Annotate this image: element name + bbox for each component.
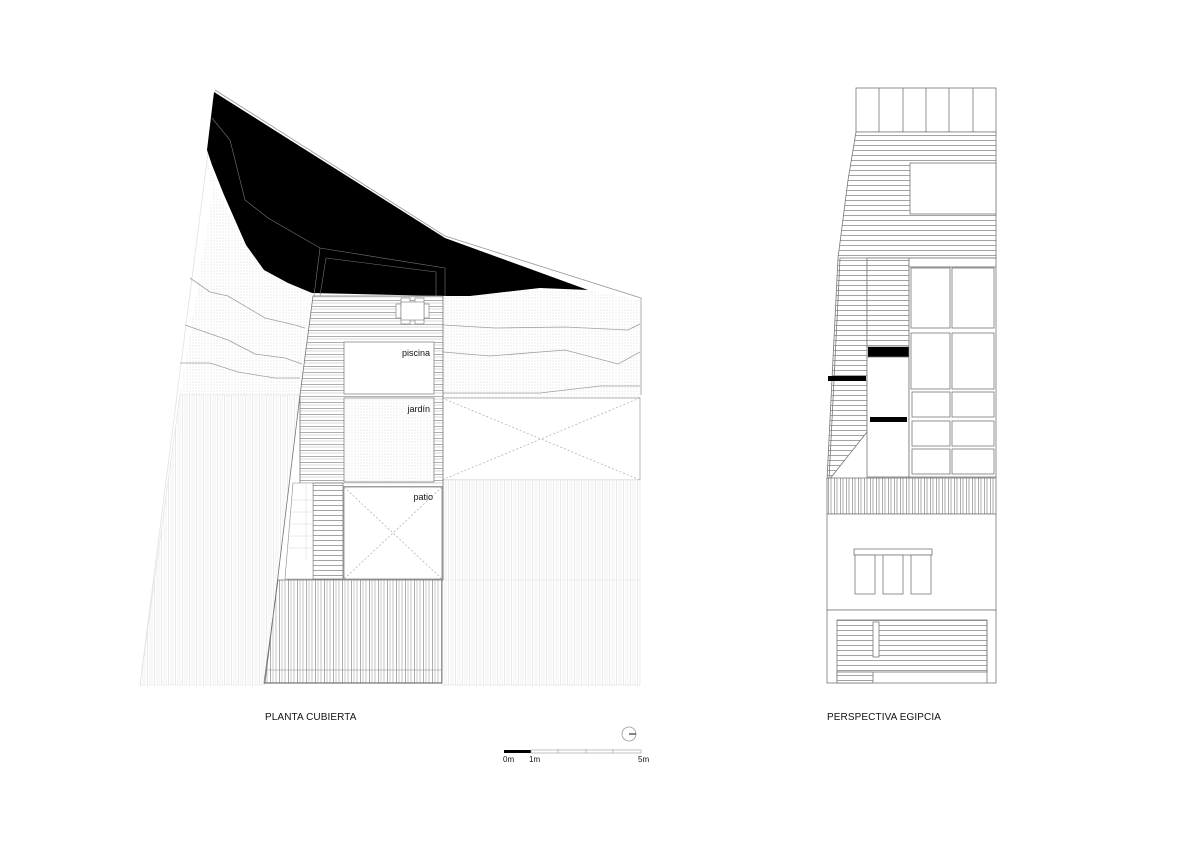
plan-caption: PLANTA CUBIERTA xyxy=(265,712,357,723)
contour-lines xyxy=(180,277,641,394)
dining-table-icon xyxy=(395,297,430,325)
scale-label-1m: 1m xyxy=(529,755,541,764)
scale-bar xyxy=(504,749,642,754)
void-right xyxy=(441,397,641,481)
stair-well xyxy=(312,482,344,580)
north-arrow-icon xyxy=(621,726,637,742)
room-piscina xyxy=(343,341,435,395)
roof-plan: piscina jardín patio xyxy=(139,89,642,686)
room-jardin xyxy=(343,397,435,483)
terrain-right-dotted xyxy=(442,290,640,398)
field-right-striped xyxy=(441,479,641,686)
room-label-piscina: piscina xyxy=(402,348,430,358)
elevation-drawing xyxy=(826,87,997,684)
scale-label-5m: 5m xyxy=(638,755,650,764)
scale-label-0m: 0m xyxy=(503,755,515,764)
lower-deck-striped xyxy=(263,579,443,684)
room-label-jardin: jardín xyxy=(406,404,430,414)
field-left-striped xyxy=(139,394,301,686)
elevation-caption: PERSPECTIVA EGIPCIA xyxy=(827,712,941,723)
building-mass-black xyxy=(207,92,588,296)
room-label-patio: patio xyxy=(413,492,433,502)
